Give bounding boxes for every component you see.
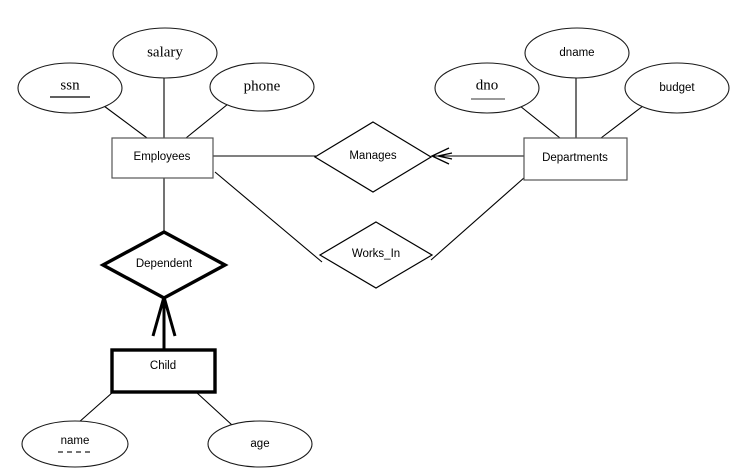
edge-layer [77,78,644,426]
attribute-budget[interactable]: budget [624,62,730,114]
relationship-dependent-label: Dependent [136,258,193,270]
attribute-dname-ellipse [524,27,630,79]
attribute-budget-label: budget [659,82,695,94]
attribute-salary[interactable]: salary [112,27,218,79]
arrowhead-manages-key-constraint-inner [437,152,453,160]
attribute-dno[interactable]: dno [434,62,540,114]
edge-phone-employees [185,103,229,139]
entity-employees[interactable]: Employees [111,137,214,179]
attribute-phone[interactable]: phone [209,62,315,112]
relationship-dependent[interactable]: Dependent [99,230,229,300]
entity-child-label: Child [150,360,176,372]
edge-age-child [195,391,233,426]
attribute-phone-ellipse [209,62,315,112]
relationship-manages-diamond [313,121,433,193]
relationship-manages-label: Manages [349,150,397,162]
attribute-age-ellipse [207,420,313,468]
entity-departments-box [523,137,628,181]
attribute-budget-ellipse [624,62,730,114]
attribute-layer: ssn salary phone dno dname [17,27,730,468]
attribute-name-ellipse [21,420,129,468]
entity-departments-label: Departments [542,152,608,164]
edge-employees-works_in [214,171,323,263]
attribute-dname-label: dname [559,47,594,59]
entity-child[interactable]: Child [110,348,217,394]
edge-ssn-employees [103,105,148,139]
attribute-salary-label: salary [147,44,183,60]
relationship-works-in-diamond [318,221,434,289]
attribute-name[interactable]: name [21,420,129,468]
relationship-manages[interactable]: Manages [313,121,433,193]
attribute-dno-ellipse [434,62,540,114]
edge-works_in-departments [430,176,526,261]
attribute-dname[interactable]: dname [524,27,630,79]
entity-employees-label: Employees [134,151,191,163]
relationship-layer: Manages Works_In Dependent [99,121,434,300]
entity-departments[interactable]: Departments [523,137,628,181]
attribute-age[interactable]: age [207,420,313,468]
relationship-dependent-diamond [99,230,229,300]
attribute-ssn-label: ssn [60,77,80,93]
edge-dno-departments [519,105,561,139]
entity-child-box [110,348,217,394]
attribute-ssn[interactable]: ssn [17,62,123,114]
edge-budget-departments [600,105,644,139]
entity-employees-box [111,137,214,179]
entity-layer: Employees Departments Child [110,137,628,394]
attribute-salary-ellipse [112,27,218,79]
arrowhead-manages-key-constraint [430,147,450,165]
attribute-name-label: name [61,435,90,447]
attribute-ssn-ellipse [17,62,123,114]
relationship-works-in-label: Works_In [352,248,400,260]
relationship-works-in[interactable]: Works_In [318,221,434,289]
attribute-age-label: age [250,438,269,450]
attribute-dno-label: dno [476,77,499,93]
edge-name-child [77,391,114,424]
attribute-phone-label: phone [244,78,281,94]
